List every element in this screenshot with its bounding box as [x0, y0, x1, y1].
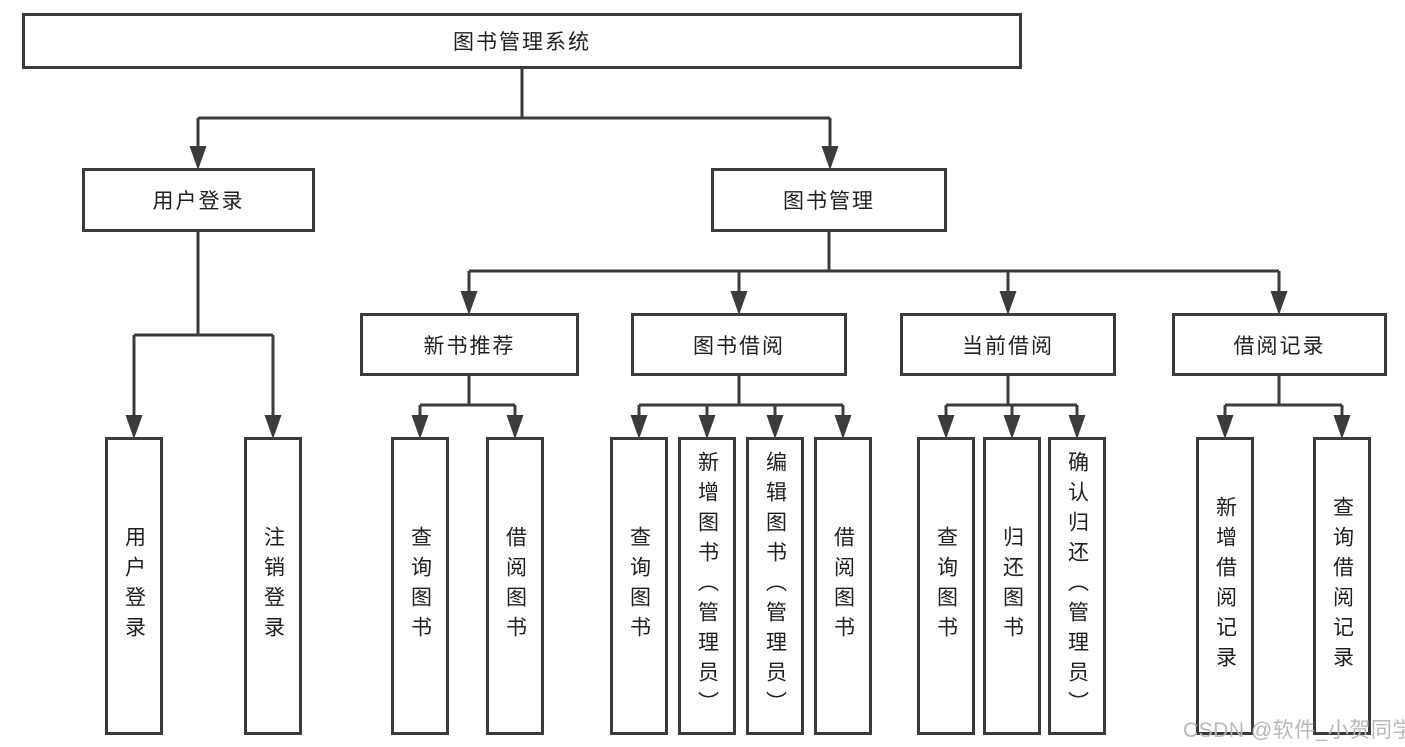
node-leaf-cb-return-label: 归还图书 — [1000, 526, 1024, 646]
node-book-mgmt: 图书管理 — [711, 168, 947, 232]
node-borrow-records-label: 借阅记录 — [1233, 334, 1326, 358]
arrowhead-icon — [698, 415, 716, 439]
node-leaf-bb-borrow-label: 借阅图书 — [831, 526, 855, 646]
arrowhead-icon — [999, 291, 1017, 315]
arrowhead-icon — [1270, 291, 1288, 315]
node-leaf-cb-confirm: 确认归还（管理员） — [1048, 437, 1106, 735]
edge-newbooks-to-children — [418, 376, 517, 419]
node-leaf-bb-query-label: 查询图书 — [627, 526, 651, 646]
node-leaf-nb-borrow: 借阅图书 — [486, 437, 544, 735]
node-book-mgmt-label: 图书管理 — [783, 190, 875, 213]
arrowhead-icon — [460, 291, 478, 315]
arrowhead-icon — [264, 415, 282, 439]
arrowhead-icon — [1003, 415, 1021, 439]
node-root: 图书管理系统 — [22, 13, 1022, 69]
edge-bookborrow-to-children — [637, 376, 845, 419]
arrowhead-icon — [189, 146, 207, 170]
node-leaf-nb-query: 查询图书 — [391, 437, 449, 735]
arrowhead-icon — [1333, 415, 1351, 439]
node-leaf-bb-add-label: 新增图书（管理员） — [695, 451, 719, 721]
node-leaf-bb-add: 新增图书（管理员） — [678, 437, 736, 735]
node-leaf-login-user: 用户登录 — [105, 437, 163, 735]
node-new-books: 新书推荐 — [360, 313, 579, 376]
node-leaf-cb-confirm-label: 确认归还（管理员） — [1065, 451, 1089, 721]
node-book-borrow-label: 图书借阅 — [693, 334, 785, 358]
node-book-borrow: 图书借阅 — [631, 313, 847, 376]
node-leaf-br-add: 新增借阅记录 — [1196, 437, 1254, 735]
arrowhead-icon — [937, 415, 955, 439]
arrowhead-icon — [1068, 415, 1086, 439]
node-root-label: 图书管理系统 — [453, 31, 591, 54]
arrowhead-icon — [821, 146, 839, 170]
arrowhead-icon — [630, 415, 648, 439]
node-leaf-cb-query: 查询图书 — [917, 437, 975, 735]
arrowhead-icon — [506, 415, 524, 439]
node-leaf-bb-query: 查询图书 — [610, 437, 668, 735]
node-leaf-cb-query-label: 查询图书 — [934, 526, 958, 646]
arrowhead-icon — [411, 415, 429, 439]
arrowhead-icon — [834, 415, 852, 439]
arrowhead-icon — [1216, 415, 1234, 439]
node-leaf-logout: 注销登录 — [244, 437, 302, 735]
node-leaf-bb-edit: 编辑图书（管理员） — [746, 437, 804, 735]
node-leaf-login-user-label: 用户登录 — [122, 526, 146, 646]
node-current-borrow: 当前借阅 — [900, 313, 1116, 376]
edge-currentborrow-to-children — [944, 376, 1079, 419]
node-borrow-records: 借阅记录 — [1172, 313, 1387, 376]
node-leaf-cb-return: 归还图书 — [983, 437, 1041, 735]
node-leaf-bb-edit-label: 编辑图书（管理员） — [763, 451, 787, 721]
node-leaf-logout-label: 注销登录 — [261, 526, 285, 646]
node-leaf-br-query: 查询借阅记录 — [1313, 437, 1371, 735]
node-leaf-br-add-label: 新增借阅记录 — [1213, 496, 1237, 676]
watermark: CSDN @软件_小贺同学 — [1183, 719, 1405, 742]
arrowhead-icon — [730, 291, 748, 315]
node-leaf-nb-query-label: 查询图书 — [408, 526, 432, 646]
node-user-login: 用户登录 — [82, 168, 315, 232]
node-user-login-label: 用户登录 — [152, 190, 245, 213]
node-leaf-bb-borrow: 借阅图书 — [814, 437, 872, 735]
arrowhead-icon — [125, 415, 143, 439]
arrowheads — [125, 146, 1351, 439]
node-current-borrow-label: 当前借阅 — [962, 334, 1054, 358]
edge-root-to-level2 — [196, 69, 832, 150]
arrowhead-icon — [766, 415, 784, 439]
edge-records-to-children — [1223, 376, 1344, 419]
node-leaf-nb-borrow-label: 借阅图书 — [503, 526, 527, 646]
node-leaf-br-query-label: 查询借阅记录 — [1330, 496, 1354, 676]
node-new-books-label: 新书推荐 — [423, 334, 516, 358]
edge-userlogin-to-children — [132, 232, 275, 419]
edge-bookmgmt-to-level3 — [467, 232, 1281, 296]
